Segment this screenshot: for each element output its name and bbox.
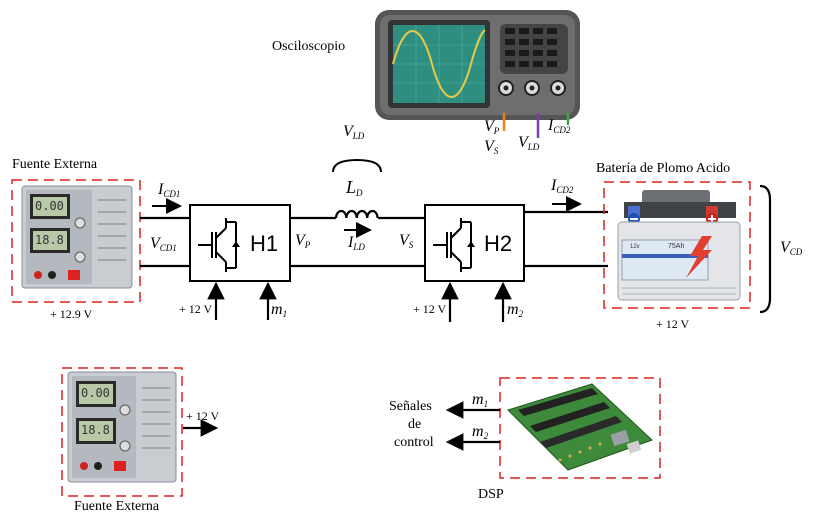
symbol-scope-vs: VS (484, 138, 499, 156)
source-top-display-1: 0.00 (35, 199, 64, 213)
symbol-dsp-m2: m2 (472, 423, 489, 441)
symbol-vcd: VCD (780, 239, 803, 257)
symbol-icd1: ICD1 (158, 181, 181, 199)
source-top-voltage: + 12.9 V (50, 307, 93, 321)
power-supply-top-icon (21, 185, 133, 289)
oscilloscope-icon (375, 10, 580, 120)
source-top-label: Fuente Externa (12, 157, 98, 172)
symbol-icd2: ICD2 (551, 177, 574, 195)
symbol-m2: m2 (507, 301, 524, 319)
dc-bus-wires (140, 210, 608, 268)
symbol-vp: VP (295, 232, 311, 250)
symbol-m1: m1 (271, 301, 288, 319)
source-bottom-display-1: 0.00 (81, 386, 110, 400)
dsp-board-icon (507, 383, 653, 471)
battery-frame (603, 181, 751, 309)
h2-label: H2 (484, 231, 513, 256)
source-top-frame (11, 179, 141, 303)
symbol-ld: LD (346, 177, 363, 198)
symbol-scope-vp: VP (484, 118, 500, 136)
source-bottom-display-2: 18.8 (81, 423, 110, 437)
oscilloscope-label: Osciloscopio (272, 39, 346, 54)
symbol-vld: VLD (343, 123, 365, 141)
power-supply-bottom-icon (67, 371, 177, 483)
symbol-ild: ILD (348, 234, 365, 252)
dsp-frame (499, 377, 661, 479)
dsp-label: DSP (478, 487, 504, 502)
control-signals-line3: control (394, 435, 434, 450)
h2-supply-label: + 12 V (413, 302, 447, 316)
h1-label: H1 (250, 231, 279, 256)
source-top-display-2: 18.8 (35, 233, 64, 247)
battery-voltage: + 12 V (656, 317, 690, 331)
inductor-ld-icon (334, 209, 379, 219)
h1-supply-label: + 12 V (179, 302, 213, 316)
battery-label: Batería de Plomo Acido (596, 161, 731, 176)
source-bottom-output-voltage: + 12 V (186, 409, 220, 423)
symbol-vcd1: VCD1 (150, 235, 177, 253)
symbol-dsp-m1: m1 (472, 391, 489, 409)
symbol-scope-icd2: ICD2 (548, 117, 571, 135)
control-signals-line1: Señales (389, 399, 432, 414)
vcd-measure-bracket (759, 184, 772, 314)
battery-capacity-text: 75Ah (668, 243, 685, 250)
symbol-scope-vld: VLD (518, 134, 540, 152)
source-bottom-frame (61, 367, 183, 497)
bridge-h2-block (424, 204, 525, 282)
source-bottom-label: Fuente Externa (74, 499, 160, 514)
symbol-vs: VS (399, 232, 414, 250)
battery-cell-text: 12v (630, 244, 640, 250)
bridge-h1-block (189, 204, 291, 282)
vld-measure-bracket (332, 158, 382, 173)
control-signals-line2: de (408, 417, 422, 432)
lead-acid-battery-icon (617, 190, 741, 301)
